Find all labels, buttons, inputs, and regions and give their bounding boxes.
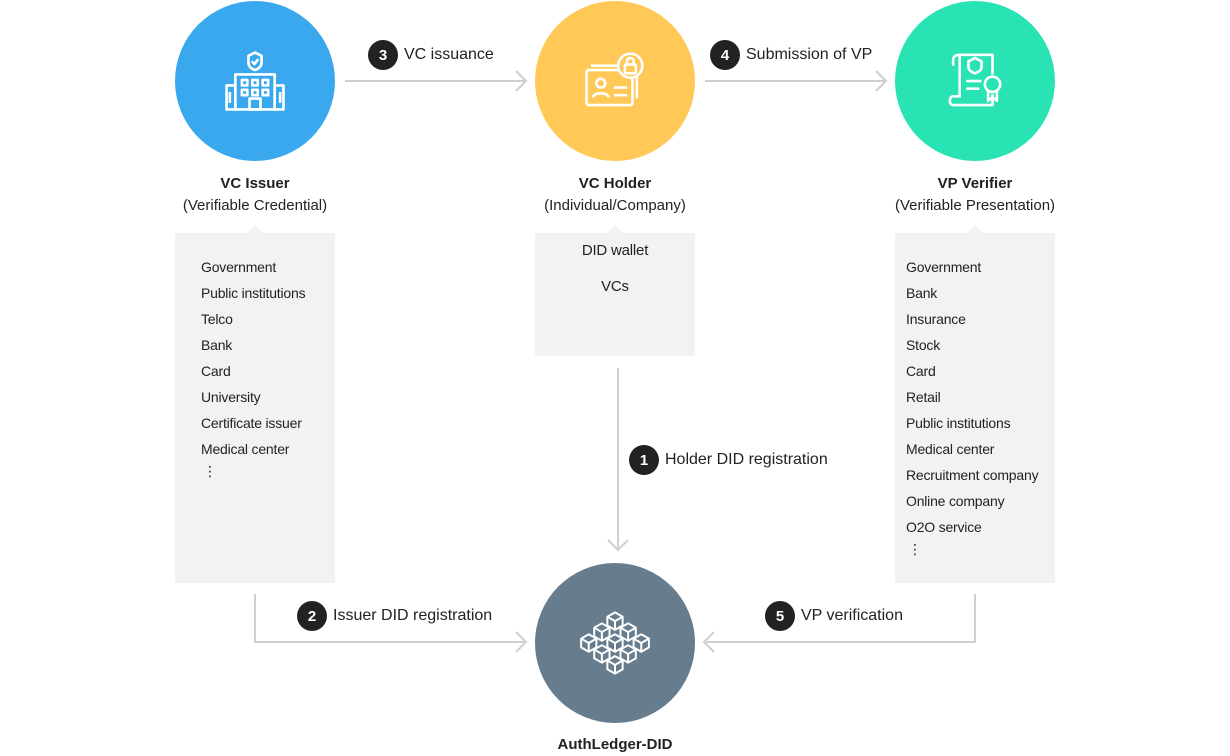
step-vp-verification: 5 VP verification <box>765 601 903 631</box>
step-label: VP verification <box>801 607 903 624</box>
step-number-badge: 3 <box>368 40 398 70</box>
list-item: Public institutions <box>906 415 1011 431</box>
verifier-list: Government Bank Insurance Stock Card Ret… <box>895 233 1055 558</box>
verifier-subtitle: (Verifiable Presentation) <box>894 197 1056 214</box>
step-label: VC issuance <box>404 46 494 63</box>
step-vc-issuance: 3 VC issuance <box>368 40 494 70</box>
blockchain-cubes-icon <box>580 611 650 675</box>
list-item: Retail <box>906 389 941 405</box>
building-icon <box>225 51 285 111</box>
step-label: Issuer DID registration <box>333 607 493 624</box>
holder-list-box: DID wallet VCs <box>535 225 695 356</box>
step-issuer-registration: 2 Issuer DID registration <box>297 601 492 631</box>
verifier-label: VP Verifier (Verifiable Presentation) <box>845 173 1105 217</box>
ledger-title: AuthLedger-DID <box>557 736 673 753</box>
ledger-label: AuthLedger-DID <box>485 734 745 756</box>
list-item: Telco <box>201 311 233 327</box>
list-item: Recruitment company <box>906 467 1039 483</box>
list-item: University <box>201 389 261 405</box>
verifier-title: VP Verifier <box>937 175 1013 192</box>
step-number-badge: 4 <box>710 40 740 70</box>
step-label: Submission of VP <box>746 46 873 63</box>
list-item: Bank <box>201 337 233 353</box>
arrow-holder-registration <box>607 368 629 552</box>
list-item: Card <box>906 363 936 379</box>
certificate-scroll-icon <box>948 53 1002 107</box>
holder-list: DID wallet VCs <box>535 233 695 305</box>
arrow-vc-issuance <box>345 70 528 92</box>
arrow-submission-vp <box>705 70 888 92</box>
list-item: Bank <box>906 285 938 301</box>
issuer-label: VC Issuer (Verifiable Credential) <box>125 173 385 217</box>
holder-title: VC Holder <box>578 175 652 192</box>
ledger-node <box>535 563 695 723</box>
list-item: Medical center <box>906 441 995 457</box>
issuer-subtitle: (Verifiable Credential) <box>182 197 328 214</box>
verifier-list-box: Government Bank Insurance Stock Card Ret… <box>895 225 1055 583</box>
list-item: Medical center <box>201 441 290 457</box>
step-number-badge: 5 <box>765 601 795 631</box>
list-item: Insurance <box>906 311 966 327</box>
holder-label: VC Holder (Individual/Company) <box>485 173 745 217</box>
list-item: Certificate issuer <box>201 415 302 431</box>
verifier-node <box>895 1 1055 161</box>
list-item-more: ⋮ <box>908 541 922 557</box>
list-item: DID wallet <box>581 242 649 259</box>
id-card-lock-icon <box>585 52 644 107</box>
issuer-list: Government Public institutions Telco Ban… <box>175 233 335 480</box>
list-item: Online company <box>906 493 1005 509</box>
list-item: O2O service <box>906 519 982 535</box>
issuer-title: VC Issuer <box>220 175 290 192</box>
step-number-badge: 1 <box>629 445 659 475</box>
step-number-badge: 2 <box>297 601 327 631</box>
list-item: Government <box>906 259 982 275</box>
list-item: VCs <box>601 278 629 295</box>
holder-node <box>535 1 695 161</box>
holder-subtitle: (Individual/Company) <box>544 197 686 214</box>
list-item: Stock <box>906 337 941 353</box>
list-item: Card <box>201 363 231 379</box>
list-item: Public institutions <box>201 285 306 301</box>
step-holder-registration: 1 Holder DID registration <box>629 445 828 475</box>
issuer-list-box: Government Public institutions Telco Ban… <box>175 225 335 583</box>
list-item: Government <box>201 259 277 275</box>
list-item-more: ⋮ <box>203 463 217 479</box>
issuer-node <box>175 1 335 161</box>
step-label: Holder DID registration <box>665 451 828 468</box>
step-submission-vp: 4 Submission of VP <box>710 40 872 70</box>
